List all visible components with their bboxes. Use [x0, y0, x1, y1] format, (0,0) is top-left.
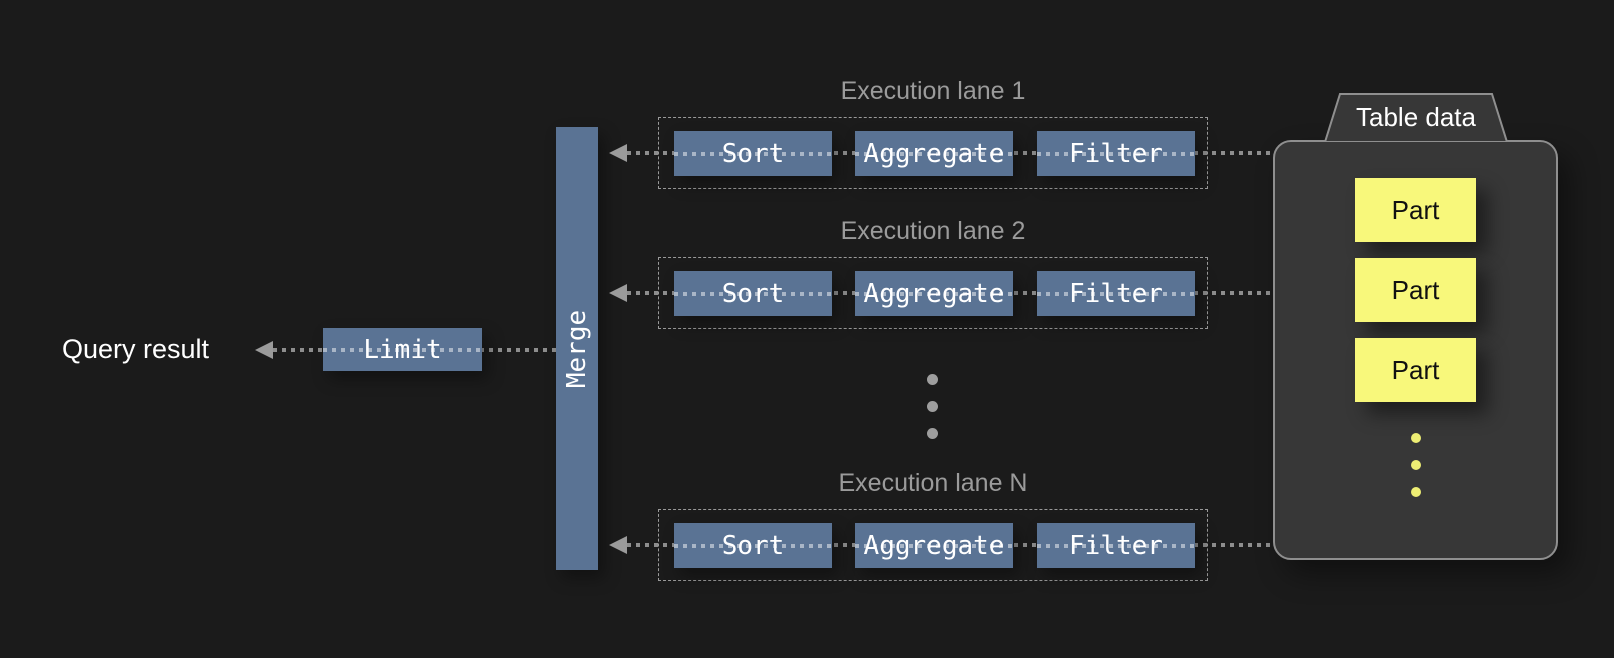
ellipsis-dot	[927, 428, 938, 439]
filter-box: Filter	[1037, 131, 1195, 176]
execution-lane-n: Sort Aggregate Filter	[658, 509, 1208, 581]
part-label: Part	[1391, 274, 1440, 305]
aggregate-box: Aggregate	[855, 523, 1013, 568]
aggregate-box: Aggregate	[855, 271, 1013, 316]
ellipsis-dot	[927, 374, 938, 385]
aggregate-label: Aggregate	[863, 138, 1005, 169]
arrow-left-icon	[609, 284, 627, 302]
sort-label: Sort	[721, 278, 785, 309]
aggregate-box: Aggregate	[855, 131, 1013, 176]
ellipsis-dot	[1411, 433, 1421, 443]
execution-lane-2-label: Execution lane 2	[840, 217, 1026, 245]
sort-label: Sort	[721, 530, 785, 561]
part-box: Part	[1355, 338, 1476, 402]
table-data-container: Part Part Part	[1273, 140, 1558, 560]
filter-label: Filter	[1069, 138, 1163, 169]
arrow-left-icon	[609, 536, 627, 554]
part-box: Part	[1355, 178, 1476, 242]
part-label: Part	[1391, 354, 1440, 385]
sort-box: Sort	[674, 131, 832, 176]
sort-label: Sort	[721, 138, 785, 169]
execution-lane-1: Sort Aggregate Filter	[658, 117, 1208, 189]
limit-box: Limit	[323, 328, 482, 371]
more-lanes-ellipsis-icon	[927, 374, 938, 439]
limit-label: Limit	[363, 334, 442, 365]
arrow-left-icon	[609, 144, 627, 162]
sort-box: Sort	[674, 271, 832, 316]
more-parts-ellipsis-icon	[1411, 433, 1421, 497]
ellipsis-dot	[1411, 487, 1421, 497]
execution-lane-1-label: Execution lane 1	[840, 77, 1026, 105]
table-data-tab	[1323, 93, 1509, 142]
aggregate-label: Aggregate	[863, 278, 1005, 309]
table-data-title: Table data	[1356, 102, 1476, 132]
aggregate-label: Aggregate	[863, 530, 1005, 561]
ellipsis-dot	[1411, 460, 1421, 470]
execution-lane-2: Sort Aggregate Filter	[658, 257, 1208, 329]
filter-box: Filter	[1037, 523, 1195, 568]
filter-label: Filter	[1069, 530, 1163, 561]
part-label: Part	[1391, 194, 1440, 225]
arrow-left-icon	[255, 341, 273, 359]
filter-label: Filter	[1069, 278, 1163, 309]
query-result-label: Query result	[62, 334, 210, 364]
ellipsis-dot	[927, 401, 938, 412]
execution-lane-n-label: Execution lane N	[838, 469, 1028, 497]
sort-box: Sort	[674, 523, 832, 568]
merge-label: Merge	[562, 309, 592, 388]
filter-box: Filter	[1037, 271, 1195, 316]
part-box: Part	[1355, 258, 1476, 322]
merge-bar: Merge	[556, 127, 598, 570]
